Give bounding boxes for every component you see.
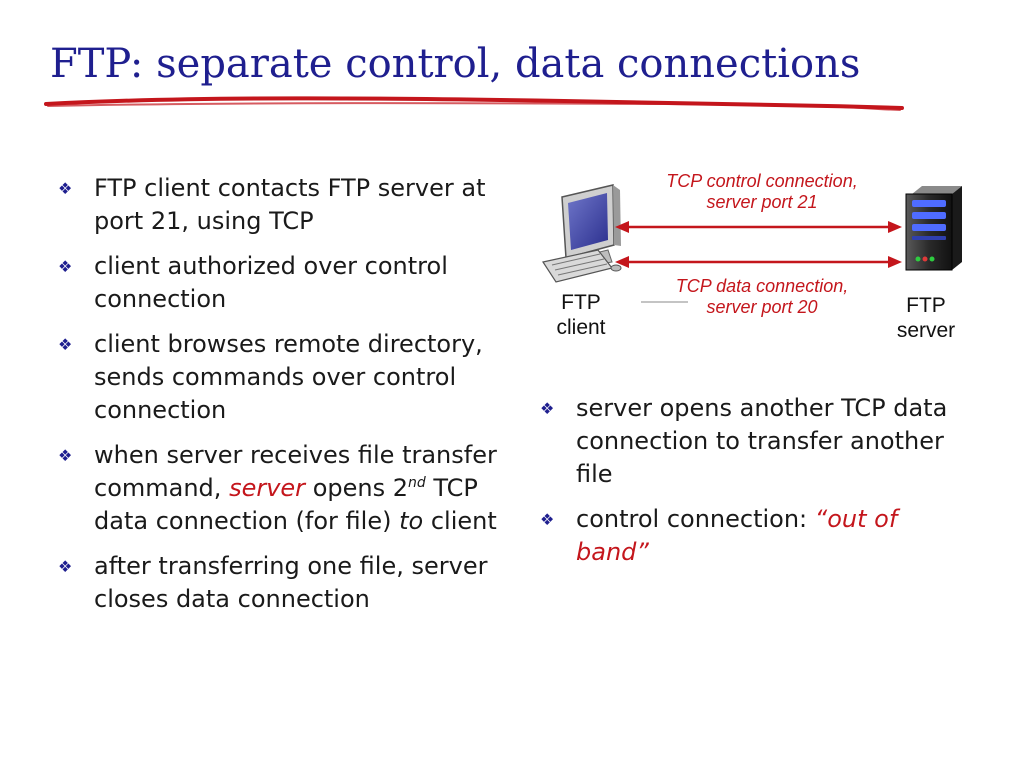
server-label-line: server <box>896 319 956 342</box>
bullet-text: FTP client contacts FTP server at port 2… <box>94 174 486 235</box>
left-bullet-list: ❖ FTP client contacts FTP server at port… <box>58 172 528 628</box>
bullet-text-part: when server receives file transfer comma… <box>94 441 497 502</box>
data-connection-arrow <box>615 256 902 268</box>
bullet-text-part: opens 2 <box>312 474 408 502</box>
bullet-item: ❖ when server receives file transfer com… <box>58 439 528 538</box>
diamond-cluster-icon: ❖ <box>58 257 73 276</box>
emphasis-server: server <box>229 474 306 502</box>
bullet-text: client authorized over control connectio… <box>94 252 448 313</box>
bullet-item: ❖ control connection: “out of band” <box>540 503 970 569</box>
bullet-text: after transferring one file, server clos… <box>94 552 488 613</box>
emphasis-out-of-band: “out of band” <box>576 505 898 566</box>
data-label-line: server port 20 <box>706 297 818 317</box>
control-label-line: server port 21 <box>706 192 818 212</box>
bullet-item: ❖ client authorized over control connect… <box>58 250 528 316</box>
client-label-line: client <box>556 316 606 339</box>
diamond-cluster-icon: ❖ <box>58 179 73 198</box>
slide-title: FTP: separate control, data connections <box>50 41 861 87</box>
server-tower-icon <box>905 186 962 271</box>
desktop-computer-icon <box>542 184 622 283</box>
bullet-text: client browses remote directory, sends c… <box>94 330 483 424</box>
control-connection-label: TCP control connection, server port 21 <box>622 171 902 213</box>
bullet-item: ❖ server opens another TCP data connecti… <box>540 392 970 491</box>
data-connection-label: TCP data connection, server port 20 <box>632 276 892 318</box>
diamond-cluster-icon: ❖ <box>58 446 73 465</box>
data-label-line: TCP data connection, <box>675 276 849 296</box>
bullet-text: server opens another TCP data connection… <box>576 394 948 488</box>
server-label-line: FTP <box>906 294 946 317</box>
ordinal-suffix: nd <box>407 475 426 491</box>
emphasis-to: to <box>399 507 424 535</box>
bullet-text-part: TCP data connection (for file) <box>94 474 478 535</box>
bullet-item: ❖ client browses remote directory, sends… <box>58 328 528 427</box>
control-label-line: TCP control connection, <box>666 171 858 191</box>
diamond-cluster-icon: ❖ <box>58 557 73 576</box>
right-bullet-list: ❖ server opens another TCP data connecti… <box>540 392 970 581</box>
client-label: FTP client <box>536 290 626 340</box>
bullet-item: ❖ FTP client contacts FTP server at port… <box>58 172 528 238</box>
bullet-text: control connection: <box>576 505 808 533</box>
diamond-cluster-icon: ❖ <box>540 510 555 529</box>
control-connection-arrow <box>615 221 902 233</box>
server-label: FTP server <box>878 293 974 343</box>
client-label-line: FTP <box>561 291 601 314</box>
diamond-cluster-icon: ❖ <box>58 335 73 354</box>
diamond-cluster-icon: ❖ <box>540 399 555 418</box>
title-underline <box>44 96 904 111</box>
bullet-item: ❖ after transferring one file, server cl… <box>58 550 528 616</box>
bullet-text-part: client <box>430 507 497 535</box>
